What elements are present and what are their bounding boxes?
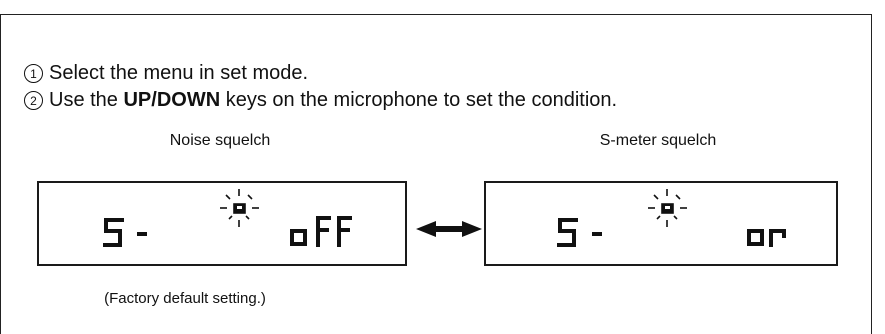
step-number-2: 2 [24, 91, 43, 110]
lcd-prefix-s [103, 218, 147, 247]
lcd-value-on [747, 229, 786, 247]
smeter-squelch-caption: S-meter squelch [599, 132, 717, 149]
blinking-indicator-icon [220, 189, 259, 227]
instructions: 1 Select the menu in set mode. 2 Use the… [24, 60, 617, 114]
lcd-display-smeter-squelch [484, 181, 838, 266]
step-2-text-pre: Use the [49, 89, 124, 111]
instruction-step-1: 1 Select the menu in set mode. [24, 60, 617, 87]
lcd-display-noise-squelch [37, 181, 407, 266]
step-2-key-label: UP/DOWN [123, 89, 221, 111]
blinking-indicator-icon [648, 189, 687, 227]
step-1-text: Select the menu in set mode. [49, 62, 309, 84]
step-2-text-post: keys on the microphone to set the condit… [220, 89, 618, 111]
lcd-segments [557, 189, 786, 247]
factory-default-note: (Factory default setting.) [104, 290, 266, 307]
double-arrow-icon [414, 218, 484, 245]
instruction-step-2: 2 Use the UP/DOWN keys on the microphone… [24, 87, 617, 114]
lcd-segments [103, 189, 352, 247]
lcd-prefix-s [557, 218, 602, 247]
noise-squelch-caption: Noise squelch [169, 132, 271, 149]
step-number-1: 1 [24, 64, 43, 83]
lcd-value-off [290, 216, 352, 247]
figure-frame [0, 14, 872, 334]
